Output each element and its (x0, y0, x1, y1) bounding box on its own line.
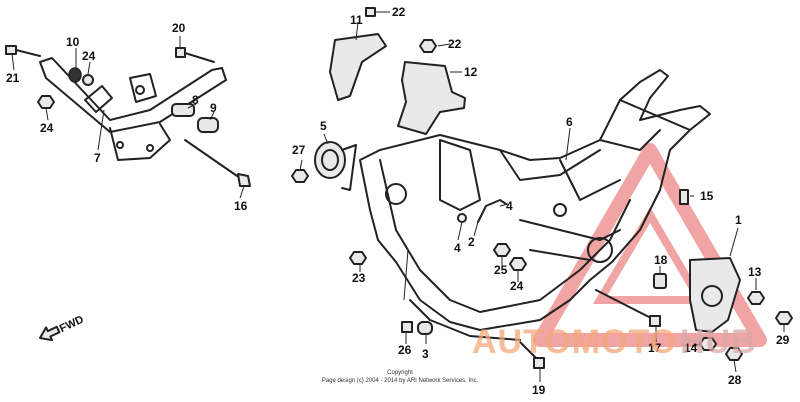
callout-label: 24 (40, 121, 54, 135)
callout-label: 8 (192, 93, 199, 107)
callout-label: 4 (506, 199, 513, 213)
callout-label: 25 (494, 263, 508, 277)
collar-8 (171, 103, 195, 117)
rubber-mount-10 (68, 67, 94, 86)
bolt-22-right (419, 39, 437, 53)
callout-label: 3 (422, 347, 429, 361)
callout-label: 29 (776, 333, 790, 347)
grommet-3 (417, 321, 433, 335)
copyright-line-1: Copyright (387, 370, 413, 376)
bolt-27 (291, 169, 309, 183)
callout-label: 27 (292, 143, 306, 157)
collar-9 (197, 117, 219, 133)
fwd-arrow: FWD (39, 314, 86, 342)
callout-label: 1 (735, 213, 742, 227)
watermark-logo (533, 143, 767, 347)
bolt-20 (175, 47, 215, 63)
nut-25 (493, 243, 511, 257)
callout-label: 13 (748, 265, 762, 279)
watermark-text-left: AUTOMOTO (472, 323, 677, 361)
callout-label: 22 (392, 5, 406, 19)
callout-label: 2 (468, 235, 475, 249)
bolt-13 (747, 291, 765, 305)
callout-label: 10 (66, 35, 80, 49)
callout-label: 14 (684, 341, 698, 355)
callout-label: 16 (234, 199, 248, 213)
bolt-19 (519, 341, 545, 369)
rear-bracket (39, 57, 227, 161)
callout-label: 12 (464, 65, 478, 79)
callout-label: 17 (648, 341, 662, 355)
callout-label: 24 (510, 279, 524, 293)
callout-label: 5 (320, 119, 327, 133)
callout-label: 20 (172, 21, 186, 35)
bolt-29 (775, 311, 793, 325)
horn-5 (314, 141, 357, 191)
callout-label: 18 (654, 253, 668, 267)
bolt-18 (653, 273, 667, 289)
callout-label: 24 (82, 49, 96, 63)
bolt-22-top (365, 7, 376, 17)
copyright: Copyright Page design (c) 2004 - 2014 by… (322, 370, 479, 384)
callout-label: 22 (448, 37, 462, 51)
clamp-26 (401, 321, 413, 333)
cover-12 (397, 61, 466, 135)
pin-15 (679, 189, 689, 205)
callout-label: 23 (352, 271, 366, 285)
callout-label: 26 (398, 343, 412, 357)
bolt-28 (725, 347, 743, 361)
watermark-text-right: HUB (680, 323, 757, 361)
callout-label: 9 (210, 101, 217, 115)
leader-lines (11, 11, 785, 382)
callout-label: 19 (532, 383, 546, 397)
nut-23 (349, 251, 367, 265)
callout-label: 4 (454, 241, 461, 255)
long-bolt-16 (184, 139, 251, 187)
bolt-21 (5, 45, 41, 57)
callout-labels: 1 2 3 4 4 5 6 7 8 9 10 11 12 13 14 15 16… (6, 5, 790, 397)
long-bolt-17 (595, 289, 661, 327)
nut-24-left (37, 95, 55, 109)
callout-label: 21 (6, 71, 20, 85)
hose-2 (477, 199, 507, 223)
side-cover-1 (689, 257, 741, 333)
callout-label: 6 (566, 115, 573, 129)
cover-11 (329, 33, 387, 101)
watermark-text: AUTOMOTO HUB (472, 323, 757, 361)
clip-4 (457, 213, 467, 223)
main-frame (359, 69, 711, 341)
callout-label: 7 (94, 151, 101, 165)
fwd-label: FWD (58, 314, 86, 335)
callout-label: 11 (350, 13, 363, 27)
callout-label: 15 (700, 189, 714, 203)
copyright-line-2: Page design (c) 2004 - 2014 by ARI Netwo… (322, 378, 479, 384)
callout-label: 28 (728, 373, 742, 387)
nut-24-lower (509, 257, 527, 271)
